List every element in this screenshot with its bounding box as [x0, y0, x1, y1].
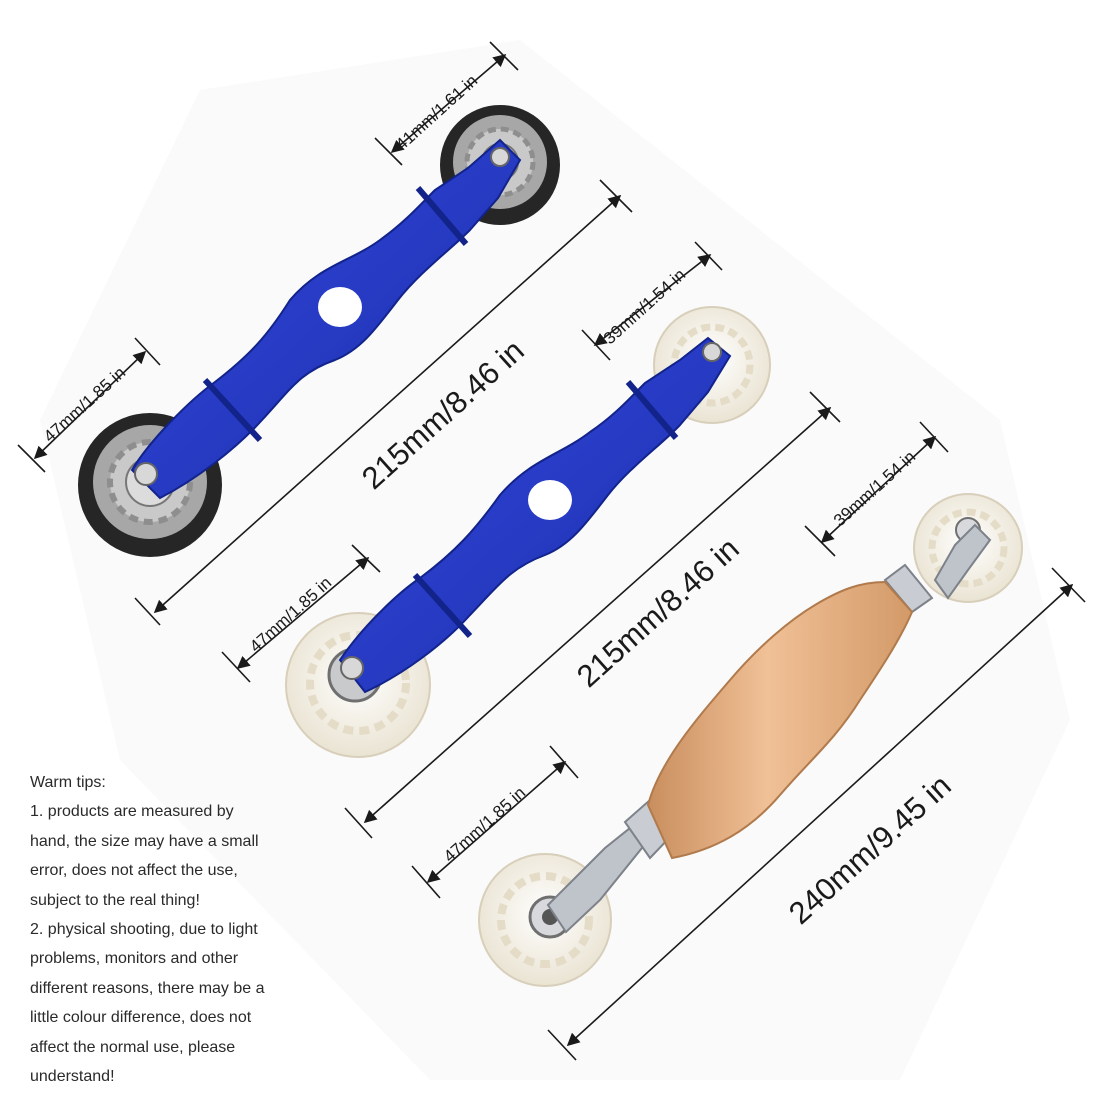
warm-tips-line: different reasons, there may be a	[30, 979, 265, 997]
warm-tips-line: problems, monitors and other	[30, 950, 239, 968]
warm-tips-line: subject to the real thing!	[30, 891, 200, 909]
warm-tips-line: hand, the size may have a small	[30, 832, 259, 850]
warm-tips-line: understand!	[30, 1068, 115, 1086]
warm-tips-title: Warm tips:	[30, 774, 106, 791]
warm-tips: Warm tips: 1. products are measured by h…	[30, 768, 300, 1091]
dimension-lines	[17, 41, 1086, 1061]
warm-tips-line: 2. physical shooting, due to light	[30, 921, 258, 939]
warm-tips-line: little colour difference, does not	[30, 1009, 252, 1027]
warm-tips-line: error, does not affect the use,	[30, 862, 238, 880]
warm-tips-line: affect the normal use, please	[30, 1038, 236, 1056]
warm-tips-line: 1. products are measured by	[30, 803, 234, 821]
